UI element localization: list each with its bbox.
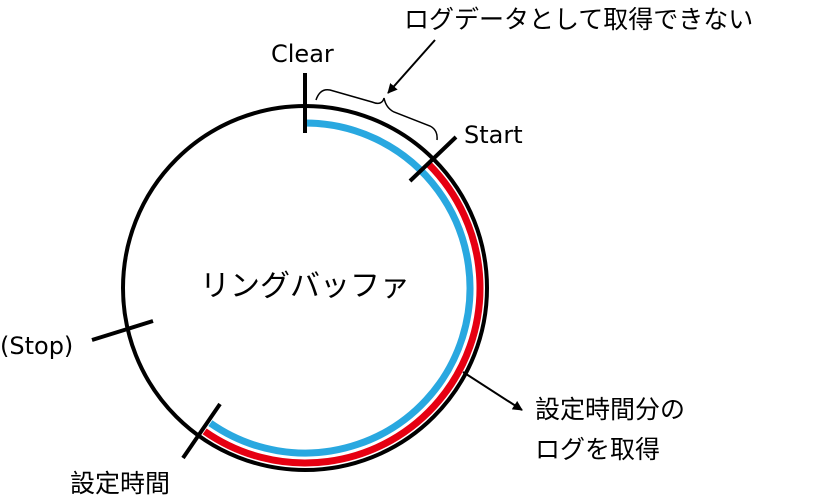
ring-buffer-title: リングバッファ (200, 269, 410, 304)
logged-label-line1: 設定時間分の (535, 395, 685, 424)
set-time-label: 設定時間 (70, 469, 170, 498)
recorded-arc (208, 119, 474, 457)
not-logged-brace (315, 88, 438, 141)
start-tick (408, 135, 458, 183)
start-label: Start (464, 121, 523, 149)
logged-arc (202, 161, 484, 467)
stop-label: (Stop) (0, 332, 73, 360)
stop-tick (91, 319, 154, 342)
logged-arrow (462, 371, 523, 411)
not-logged-label: ログデータとして取得できない (404, 5, 753, 34)
logged-label-line2: ログを取得 (535, 435, 660, 464)
set-time-tick (181, 402, 222, 460)
not-logged-arrow (387, 39, 436, 94)
clear-label: Clear (271, 40, 334, 68)
